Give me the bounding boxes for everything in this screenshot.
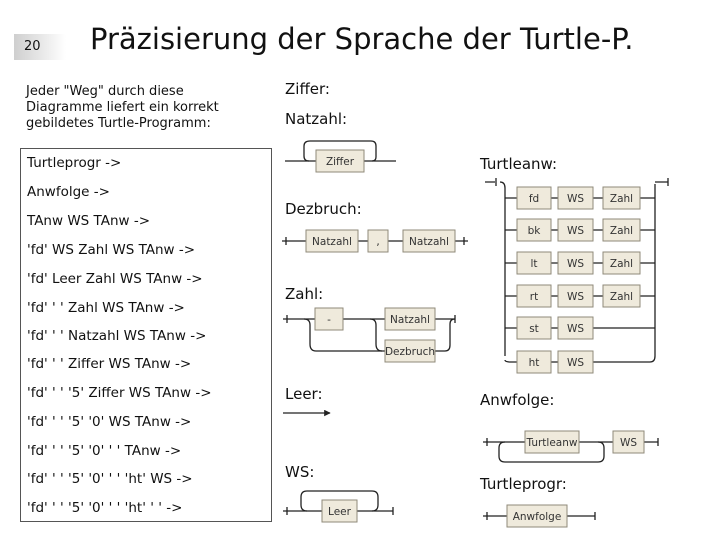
ws-end-ticks (286, 507, 394, 515)
derivation-line: 'fd' WS Zahl WS TAnw -> (27, 242, 196, 258)
turtleanw-zahl-box (602, 218, 641, 242)
derivation-line: Anwfolge -> (27, 184, 110, 200)
turtleanw-zahl-box (602, 186, 641, 210)
derivation-line: 'fd' ' ' Zahl WS TAnw -> (27, 300, 185, 316)
turtleprogr-end-ticks (486, 512, 596, 520)
anwfolge-ws-box-label: WS (620, 437, 637, 449)
dezbruch-comma-box (367, 229, 389, 253)
slide-title: Präzisierung der Sprache der Turtle-P. (90, 22, 634, 56)
zahl-natzahl-box (384, 307, 436, 331)
turtleanw-cmd-box (516, 350, 552, 374)
turtleanw-left-bus (499, 181, 506, 356)
turtleanw-cmd-box-label: ht (529, 357, 540, 369)
turtleanw-zahl-box (602, 251, 641, 275)
turtleanw-ws-box (557, 251, 594, 275)
natzahl-ziffer-box-label: Ziffer (326, 156, 355, 168)
zahl-dezbruch-box-label: Dezbruch (385, 346, 435, 358)
turtleanw-right-bus (649, 178, 669, 363)
natzahl-ziffer-box (315, 149, 365, 173)
derivation-line: 'fd' ' ' '5' '0' ' ' TAnw -> (27, 443, 182, 459)
turtleanw-ws-box-label: WS (567, 193, 584, 205)
zahl-natzahl-box-label: Natzahl (390, 314, 430, 326)
label-turtleanw: Turtleanw: (480, 155, 558, 173)
zahl-minus-box-label: - (327, 314, 331, 326)
turtleprogr-anwfolge-box (506, 504, 568, 528)
zahl-dezbruch-box (384, 339, 436, 363)
label-ws: WS: (285, 463, 315, 481)
turtleanw-zahl-box-label: Zahl (610, 258, 633, 270)
turtleanw-ws-box-label: WS (567, 323, 584, 335)
zahl-dez-merge (435, 318, 456, 352)
turtleanw-exits (593, 197, 655, 363)
turtleanw-zahl-box (602, 284, 641, 308)
label-ziffer: Ziffer: (285, 80, 330, 98)
turtleanw-ws-box (557, 316, 594, 340)
turtleanw-to-ws (551, 197, 558, 363)
label-natzahl: Natzahl: (285, 110, 348, 128)
zahl-minus-box (314, 307, 344, 331)
turtleanw-ws-box-label: WS (567, 291, 584, 303)
turtleanw-cmd-box-label: lt (530, 258, 537, 270)
derivation-line: 'fd' ' ' '5' '0' ' ' 'ht' ' ' -> (27, 500, 183, 516)
intro-text: Jeder "Weg" durch diese Diagramme liefer… (26, 84, 219, 131)
turtleanw-ws-box (557, 350, 594, 374)
turtleanw-ws-box-label: WS (567, 357, 584, 369)
turtleanw-ws-box-label: WS (567, 258, 584, 270)
turtleanw-cmd-box (516, 316, 552, 340)
dezbruch-end-ticks (285, 237, 465, 245)
turtleanw-cmd-box (516, 186, 552, 210)
turtleanw-cmd-box (516, 218, 552, 242)
turtleanw-cmd-box (516, 251, 552, 275)
derivation-line: 'fd' ' ' '5' '0' WS TAnw -> (27, 414, 192, 430)
natzahl-loop-line (303, 140, 377, 162)
anwfolge-turtleanw-box-label: Turtleanw (526, 437, 578, 449)
zahl-end-ticks (286, 315, 456, 323)
turtleanw-cmd-box-label: fd (529, 193, 539, 205)
turtleanw-zahl-box-label: Zahl (610, 225, 633, 237)
anwfolge-end-ticks (486, 438, 659, 446)
turtleanw-entry (485, 178, 497, 186)
derivation-line: 'fd' Leer Zahl WS TAnw -> (27, 271, 203, 287)
label-turtleprogr: Turtleprogr: (480, 475, 567, 493)
ws-leer-box (321, 499, 358, 523)
turtleanw-zahl-box-label: Zahl (610, 291, 633, 303)
turtleanw-zahl-box-label: Zahl (610, 193, 633, 205)
dezbruch-natzahl-box-label: Natzahl (409, 236, 449, 248)
turtleanw-ws-box-label: WS (567, 225, 584, 237)
label-dezbruch: Dezbruch: (285, 200, 362, 218)
turtleanw-to-zahl (593, 197, 603, 297)
ws-loop (300, 490, 379, 512)
turtleprogr-anwfolge-box-label: Anwfolge (513, 511, 562, 523)
turtleanw-cmd-box-label: bk (528, 225, 542, 237)
dezbruch-natzahl-box-label: Natzahl (312, 236, 352, 248)
dezbruch-natzahl-box (305, 229, 359, 253)
turtleanw-cmd-box (516, 284, 552, 308)
derivation-line: 'fd' ' ' '5' '0' ' ' 'ht' WS -> (27, 471, 193, 487)
anwfolge-turtleanw-box (524, 430, 580, 454)
anwfolge-loop (498, 441, 605, 463)
turtleanw-cmd-box-label: st (529, 323, 539, 335)
turtleanw-ws-box (557, 284, 594, 308)
zahl-minus-bypass (303, 318, 385, 352)
derivation-box: Turtleprogr -> Anwfolge -> TAnw WS TAnw … (20, 148, 272, 522)
dezbruch-comma-box-label: , (376, 236, 379, 248)
derivation-line: 'fd' ' ' Natzahl WS TAnw -> (27, 328, 207, 344)
derivation-line: TAnw WS TAnw -> (27, 213, 151, 229)
derivation-line: 'fd' ' ' '5' Ziffer WS TAnw -> (27, 385, 212, 401)
turtleanw-ws-box (557, 186, 594, 210)
label-anwfolge: Anwfolge: (480, 391, 555, 409)
page-number: 20 (14, 34, 66, 60)
ws-leer-box-label: Leer (328, 506, 352, 518)
dezbruch-natzahl-box (402, 229, 456, 253)
label-zahl: Zahl: (285, 285, 324, 303)
derivation-line: 'fd' ' ' Ziffer WS TAnw -> (27, 356, 192, 372)
label-leer: Leer: (285, 385, 323, 403)
turtleanw-ws-box (557, 218, 594, 242)
zahl-dez-branch (369, 318, 383, 352)
anwfolge-ws-box (612, 430, 645, 454)
turtleanw-cmd-box-label: rt (530, 291, 538, 303)
turtleanw-branches (504, 197, 517, 363)
derivation-line: Turtleprogr -> (27, 155, 122, 171)
